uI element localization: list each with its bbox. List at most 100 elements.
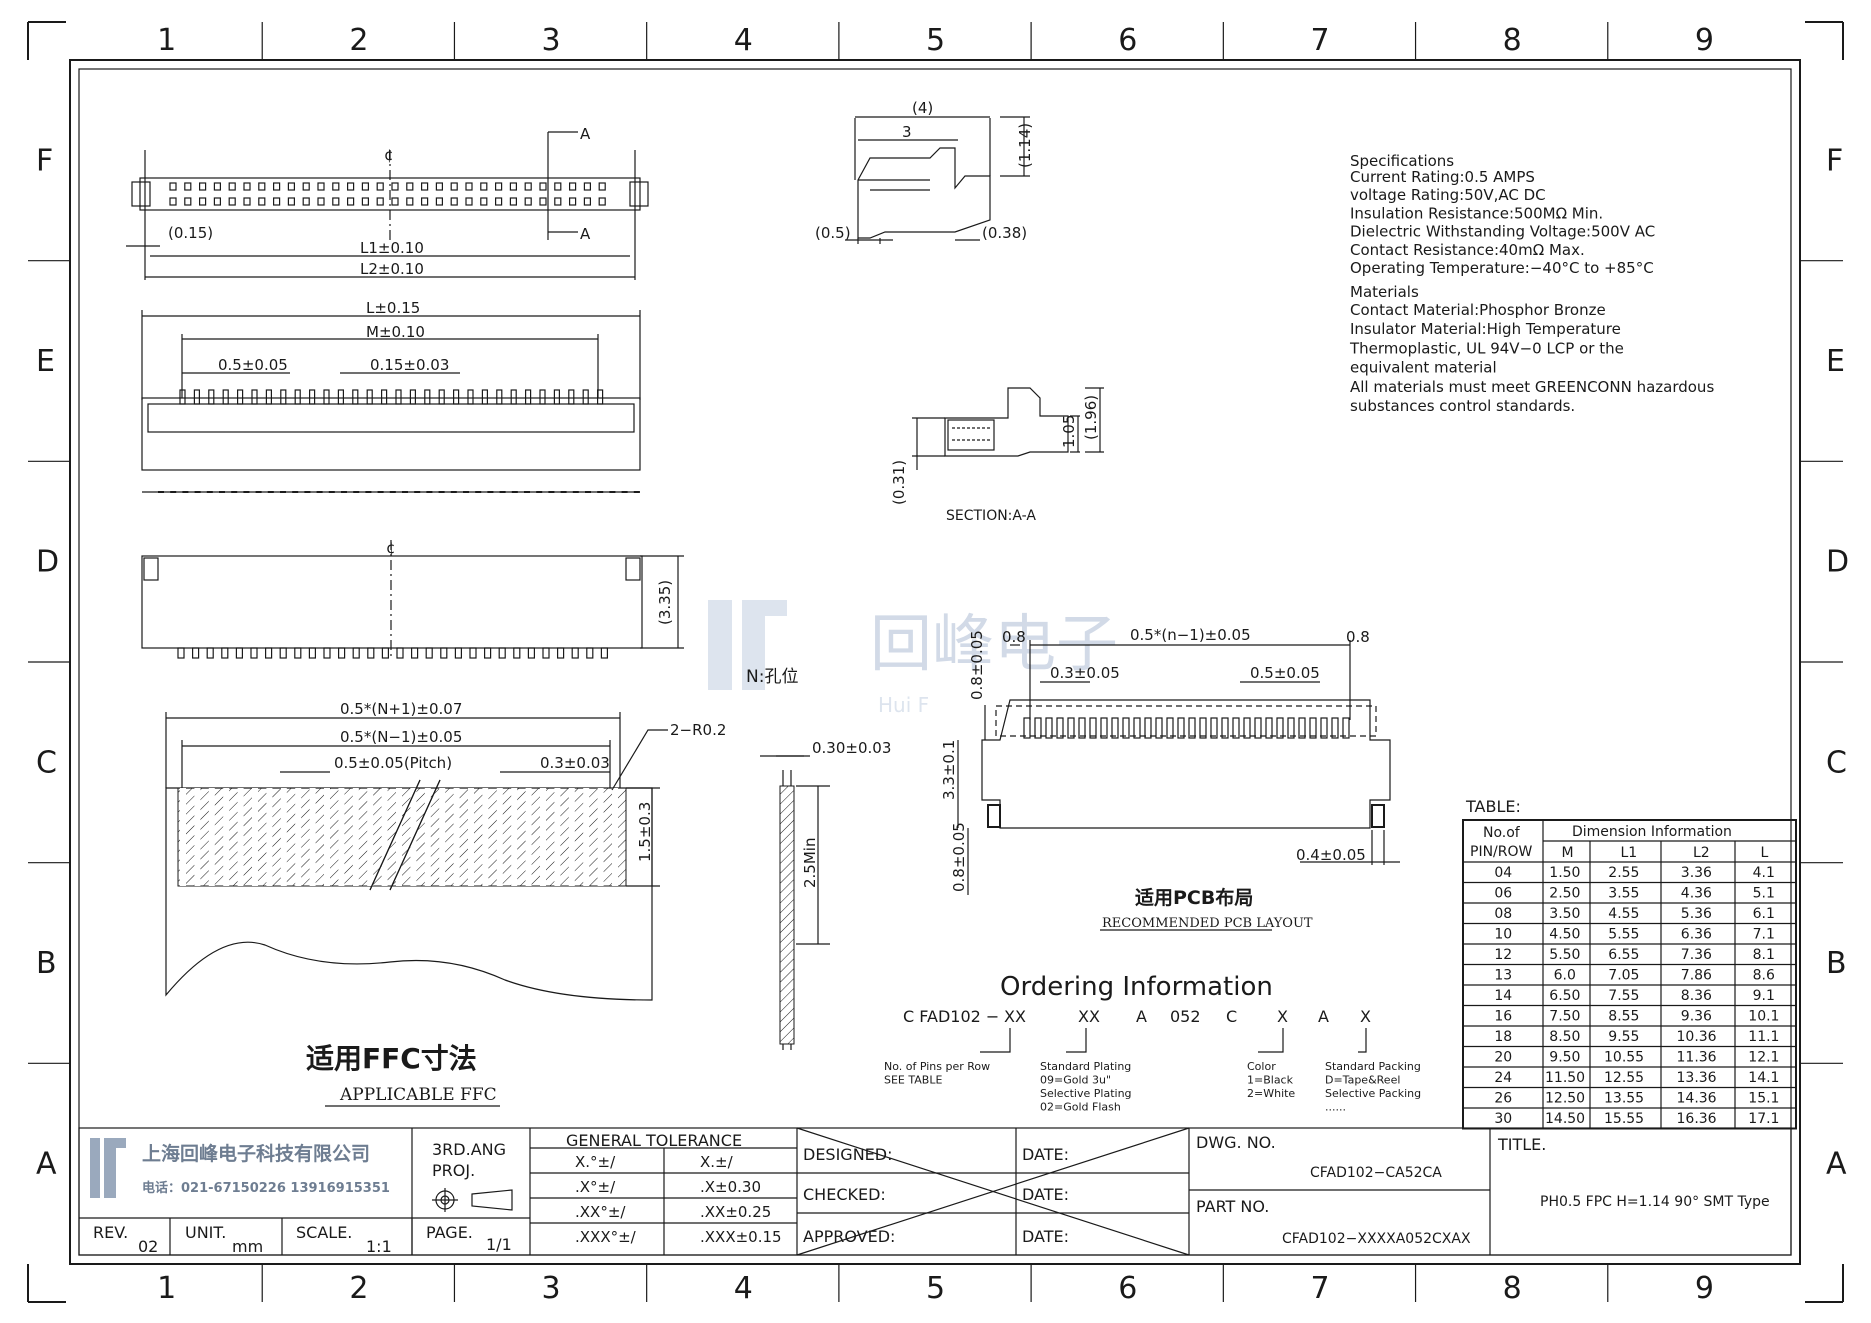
ordering-title: Ordering Information — [1000, 972, 1273, 1002]
table-cell: 14.50 — [1545, 1111, 1585, 1127]
table-cell: 4.36 — [1681, 886, 1712, 902]
bottom-pin — [513, 647, 521, 659]
bottom-centerline: ¢ — [386, 539, 396, 557]
ffc-gap — [180, 788, 186, 886]
top-pin — [347, 197, 355, 206]
front-view: L±0.15 M±0.10 0.5±0.05 0.15±0.03 — [141, 299, 641, 493]
top-pin — [450, 197, 458, 206]
table-cell: 9.55 — [1608, 1029, 1639, 1045]
pcb-pad — [1177, 717, 1185, 739]
part-label: PART NO. — [1196, 1197, 1269, 1216]
ffc-gap — [295, 788, 302, 886]
order-code-part: XX — [1078, 1007, 1100, 1026]
table-cell: 14.1 — [1748, 1070, 1779, 1086]
material-line: Insulator Material:High Temperature — [1350, 320, 1621, 338]
grid-col-top: 8 — [1503, 23, 1522, 58]
pcb-pad — [1067, 717, 1075, 739]
grid-row-right: C — [1826, 745, 1847, 780]
bottom-pin — [323, 647, 331, 659]
watermark-sub: Hui F — [878, 693, 929, 717]
page-value: 1/1 — [486, 1235, 512, 1254]
top-pin — [421, 197, 429, 206]
front-pin — [323, 389, 330, 405]
top-pin — [243, 182, 251, 191]
bottom-pin — [440, 647, 448, 659]
table-cell: 6.0 — [1554, 968, 1576, 984]
top-pin — [287, 197, 295, 206]
tolerance-title: GENERAL TOLERANCE — [566, 1131, 742, 1150]
top-pin — [213, 197, 221, 206]
table-label: TABLE: — [1465, 797, 1521, 816]
table-cell: 9.36 — [1681, 1009, 1712, 1025]
pcb-dim-n: 0.5*(n−1)±0.05 — [1130, 626, 1251, 644]
front-pin — [366, 389, 373, 405]
table-cell: 6.36 — [1681, 927, 1712, 943]
specifications: Specifications Current Rating:0.5 AMPSvo… — [1349, 152, 1714, 415]
top-pin — [583, 197, 592, 206]
pcb-pad — [1078, 717, 1086, 739]
grid-col-top: 9 — [1695, 23, 1714, 58]
table-cell: 2.50 — [1549, 886, 1580, 902]
ffc-gap — [208, 788, 215, 886]
grid-row-right: B — [1826, 946, 1847, 981]
top-pin — [524, 197, 532, 206]
pcb-pad — [1342, 717, 1350, 739]
hole-label: N:孔位 — [746, 667, 798, 687]
front-pin — [496, 389, 503, 405]
grid-col-top: 1 — [157, 23, 176, 58]
pcb-title-cn: 适用PCB布局 — [1135, 886, 1253, 909]
pcb-dim-08v: 0.8±0.05 — [968, 630, 986, 700]
grid-col-top: 6 — [1118, 23, 1137, 58]
front-pin — [395, 389, 402, 405]
order-code-part: 052 — [1170, 1007, 1201, 1026]
top-pin — [598, 182, 606, 191]
top-pin — [347, 182, 355, 191]
unit-value: mm — [232, 1237, 263, 1256]
front-pin — [424, 389, 431, 405]
ffc-gap — [540, 788, 546, 886]
bottom-pin — [484, 647, 492, 659]
bottom-pin — [221, 647, 229, 659]
grid-col-bottom: 6 — [1118, 1271, 1137, 1306]
bottom-pin — [527, 647, 536, 659]
top-pin — [228, 197, 236, 206]
table-cell: 11.1 — [1748, 1029, 1779, 1045]
ffc-dim-length: 1.5±0.3 — [636, 802, 654, 862]
top-pin — [554, 197, 562, 206]
order-note-packing: ...... — [1325, 1101, 1346, 1114]
corner-marks — [27, 21, 1844, 1303]
grid-col-top: 3 — [542, 23, 561, 58]
bottom-pin — [367, 647, 375, 659]
top-pin — [539, 182, 547, 191]
top-pin — [435, 182, 443, 191]
top-pin — [509, 197, 517, 206]
table-cell: 17.1 — [1748, 1111, 1779, 1127]
material-line: substances control standards. — [1350, 397, 1575, 415]
ffc-title-cn: 适用FFC寸法 — [306, 1042, 477, 1075]
pcb-pad — [1188, 717, 1196, 739]
spec-line: Contact Resistance:40mΩ Max. — [1350, 241, 1585, 259]
top-pin — [583, 182, 592, 191]
section-dim-105: 1.05 — [1060, 415, 1078, 448]
pcb-pad — [1133, 717, 1141, 739]
table-cell: 11.50 — [1545, 1070, 1585, 1086]
top-pin — [199, 182, 207, 191]
tolerance-left: .XX°±/ — [575, 1203, 626, 1221]
pcb-pad — [1298, 717, 1306, 739]
side-dim-3: 3 — [902, 123, 912, 141]
front-pin — [280, 389, 287, 405]
top-pin — [317, 197, 325, 206]
top-centerline: ¢ — [384, 146, 394, 164]
designed-date-label: DATE: — [1022, 1145, 1069, 1164]
ffc-gap — [583, 788, 590, 886]
top-pin — [450, 182, 458, 191]
tolerance-left: X.°±/ — [575, 1153, 616, 1171]
top-pin — [391, 182, 399, 191]
company-phone: 电话：021-67150226 13916915351 — [142, 1180, 390, 1196]
side-dim-05: (0.5) — [815, 224, 851, 242]
ffc-gap — [381, 788, 388, 886]
grid-row-right: F — [1826, 143, 1843, 178]
top-pin — [184, 182, 192, 191]
table-cell: 9.1 — [1753, 988, 1775, 1004]
